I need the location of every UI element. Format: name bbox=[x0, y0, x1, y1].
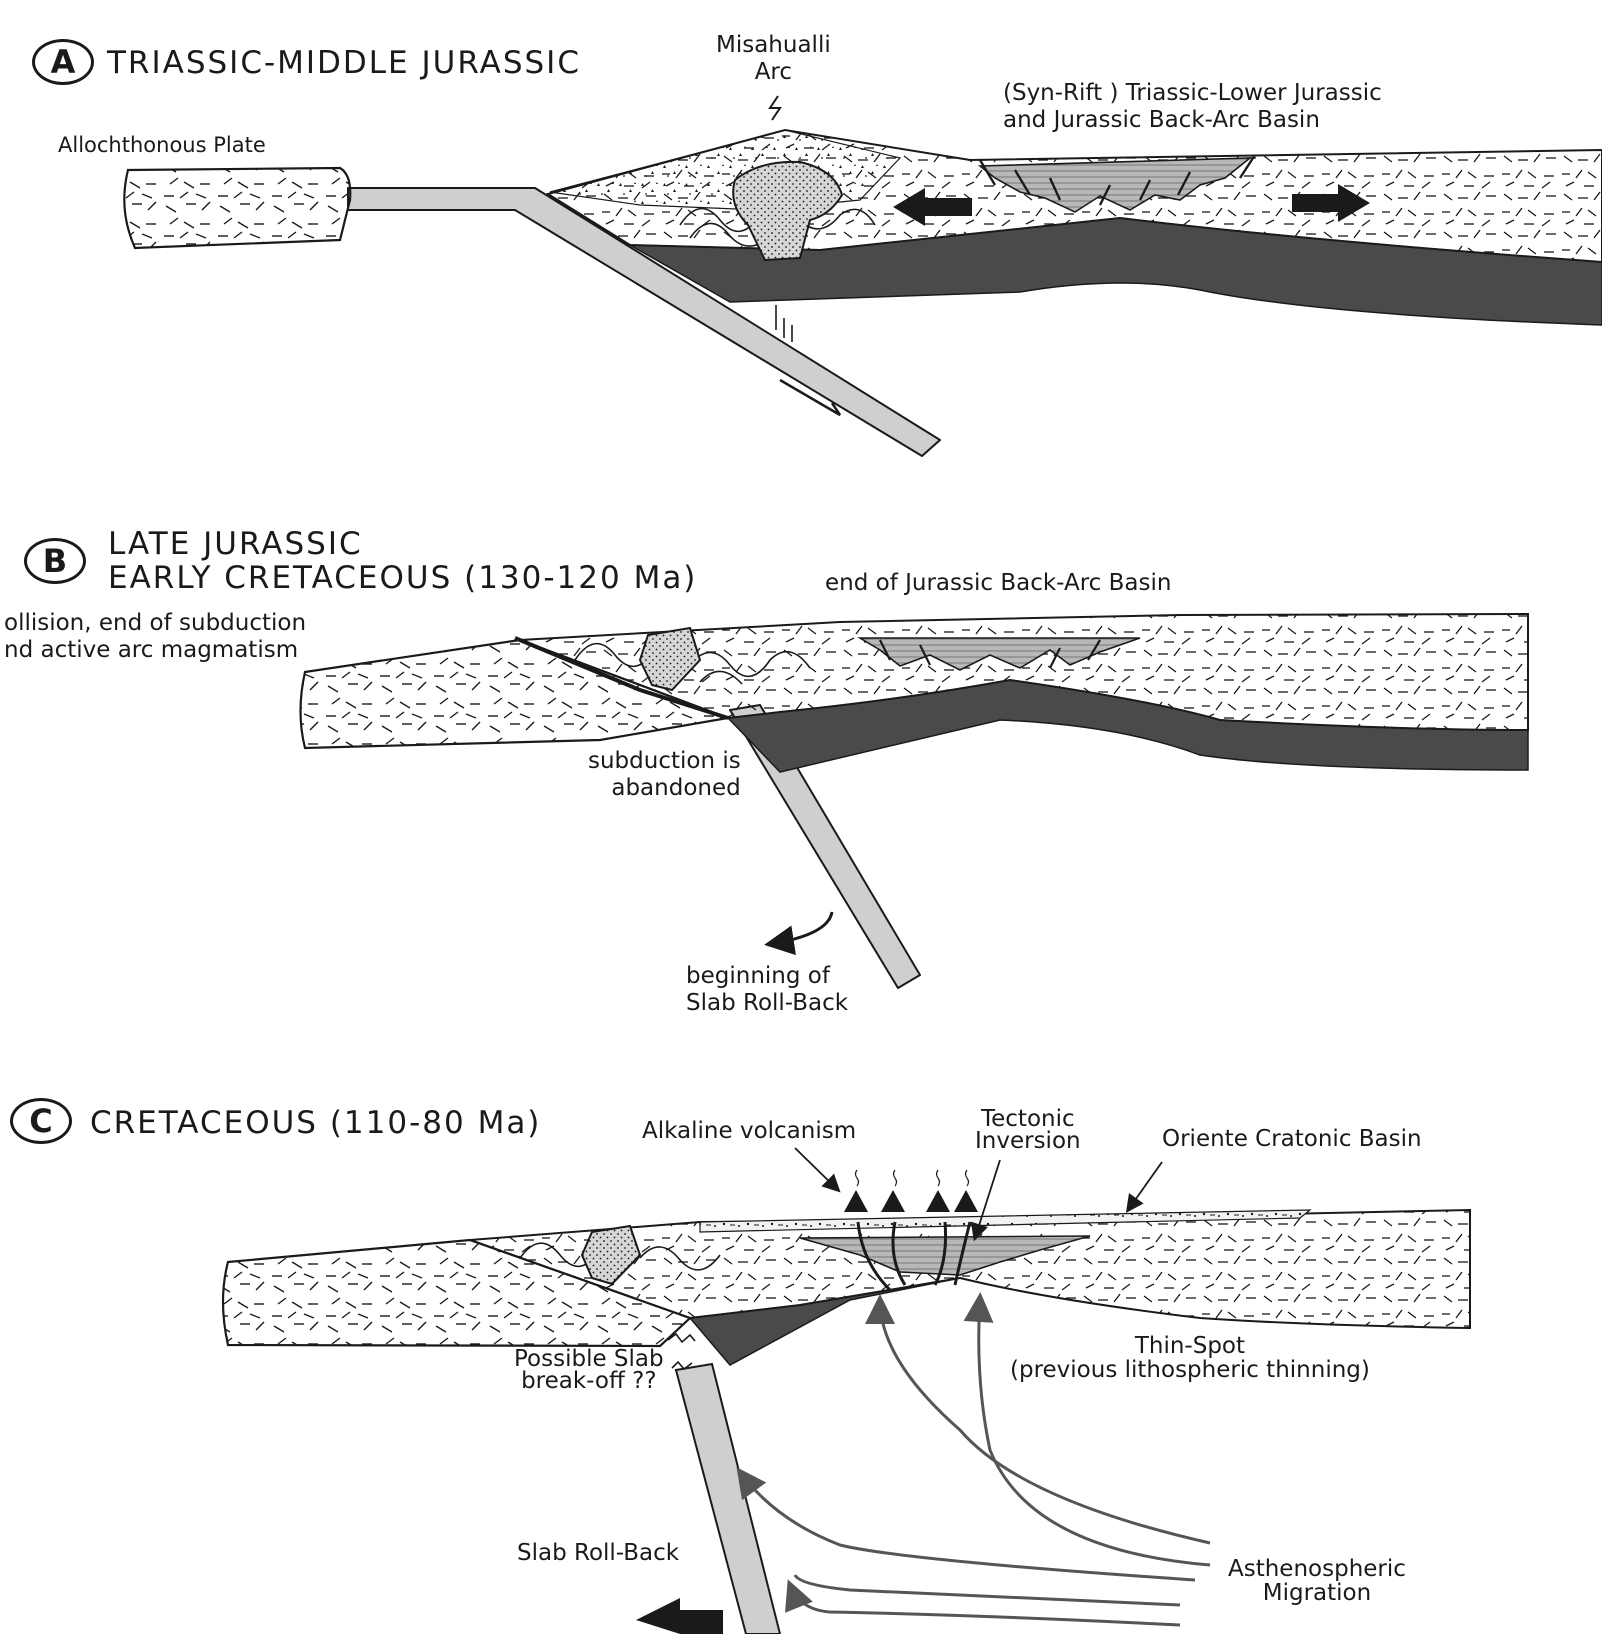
panel-c-label-astheno: Asthenospheric Migration bbox=[1228, 1556, 1406, 1606]
panel-c-asthenosphere-arrows bbox=[736, 1292, 1211, 1627]
panel-c-alkaline-pointer bbox=[794, 1147, 841, 1193]
panel-c-label-tectonic: Tectonic Inversion bbox=[975, 1106, 1081, 1154]
panel-b-basin-fill bbox=[857, 637, 1141, 671]
panel-c-section bbox=[221, 1147, 1471, 1634]
panel-b-section bbox=[299, 612, 1529, 989]
panel-a-title: TRIASSIC-MIDDLE JURASSIC bbox=[107, 45, 581, 81]
panel-c-slab bbox=[674, 1362, 782, 1634]
panel-c-allochthonous-plate bbox=[221, 1238, 693, 1348]
panel-a-label-basin: (Syn-Rift ) Triassic-Lower Jurassic and … bbox=[1003, 80, 1382, 133]
panel-b-label-subduction: subduction is abandoned bbox=[588, 748, 741, 801]
panel-a-extension-arrow-right bbox=[1292, 184, 1370, 222]
panel-b-badge: B bbox=[24, 538, 86, 584]
panel-b-allochthonous-plate bbox=[299, 638, 733, 750]
panel-c-label-rollback: Slab Roll-Back bbox=[517, 1540, 680, 1566]
panel-c-oriente-pointer bbox=[1125, 1161, 1163, 1213]
panel-c-inversion-pointer bbox=[970, 1159, 1001, 1242]
panel-c-label-alkaline: Alkaline volcanism bbox=[642, 1118, 857, 1144]
panel-a-intrusion bbox=[732, 160, 844, 262]
panel-a-label-plate: Allochthonous Plate bbox=[58, 133, 266, 157]
panel-c-intrusion bbox=[580, 1224, 642, 1286]
panel-c-inversion-faults bbox=[856, 1221, 972, 1292]
panel-a-badge: A bbox=[32, 39, 94, 85]
panel-c-label-oriente: Oriente Cratonic Basin bbox=[1162, 1126, 1422, 1152]
panel-a-normal-faults bbox=[978, 154, 1257, 206]
panel-c-label-breakoff: Possible Slab break-off ?? bbox=[514, 1346, 664, 1394]
panel-b-label-collision: ollision, end of subduction nd active ar… bbox=[4, 610, 307, 663]
panel-c-badge: C bbox=[10, 1098, 72, 1144]
panel-c-label-thin-spot: Thin-Spot (previous lithospheric thinnin… bbox=[1010, 1333, 1370, 1383]
panel-b-title: LATE JURASSIC EARLY CRETACEOUS (130-120 … bbox=[108, 526, 698, 596]
panel-a-section bbox=[123, 95, 1602, 457]
panel-b-label-rollback: beginning of Slab Roll-Back bbox=[686, 963, 849, 1016]
panel-b-intrusion bbox=[638, 626, 702, 692]
panel-b-label-basin-end: end of Jurassic Back-Arc Basin bbox=[825, 570, 1172, 596]
panel-b-faults bbox=[879, 639, 1101, 669]
panel-b-suture bbox=[514, 636, 729, 720]
panel-c-basin-sediments bbox=[699, 1209, 1312, 1233]
panel-c-rollback-arrow bbox=[636, 1598, 723, 1634]
panel-a-arc-symbol bbox=[768, 95, 782, 121]
panel-a-allochthonous-block bbox=[123, 166, 352, 250]
panel-a-extension-arrow-left bbox=[893, 188, 972, 226]
panel-c-breakoff-marks bbox=[667, 1332, 696, 1371]
panel-a-slab-ticks bbox=[775, 305, 793, 342]
panel-b-rollback-arrow bbox=[764, 911, 834, 956]
panel-a-backarc-basin bbox=[977, 157, 1253, 213]
panel-b-overriding-crust bbox=[519, 612, 1529, 732]
panel-a-slab-motion-arrow bbox=[779, 378, 842, 417]
panel-c-title: CRETACEOUS (110-80 Ma) bbox=[90, 1105, 542, 1141]
panel-c-volcanic-arrows bbox=[844, 1190, 978, 1212]
panel-c-volcanic-plumes bbox=[854, 1169, 970, 1187]
panel-a-label-arc: Misahualli Arc bbox=[716, 32, 831, 85]
